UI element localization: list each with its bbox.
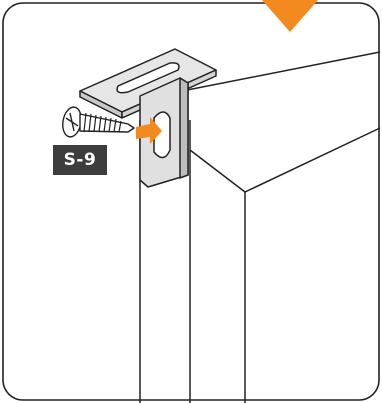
part-label-s9: S-9 <box>53 145 107 175</box>
